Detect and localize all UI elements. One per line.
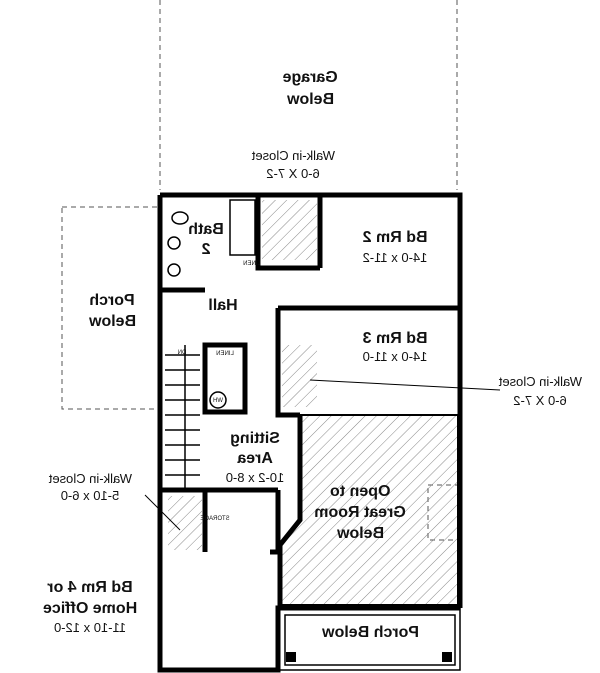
stairs: [165, 345, 200, 490]
porch-bottom-label: Porch Below: [322, 624, 419, 641]
closet-right-size: 6-0 X 7-2: [513, 393, 566, 408]
closet-top-size: 6-0 X 7-2: [266, 166, 319, 181]
linen-bath-label: LINEN: [243, 261, 261, 267]
bd-rm-4-label-1: Bd Rm 4 or: [47, 579, 132, 596]
garage-label: Garage: [282, 69, 337, 86]
storage-label: STORAGE: [200, 516, 229, 522]
toilet: [171, 211, 189, 225]
water-heater: [209, 391, 227, 409]
sink: [167, 263, 181, 277]
porch-left-label: Porch: [89, 292, 134, 309]
sink: [167, 236, 181, 250]
open-to-label-1: Open to: [330, 483, 391, 500]
post: [442, 652, 452, 662]
interior-walls: [160, 195, 460, 608]
closet-top-shelving: [262, 200, 317, 260]
open-to-label-3: Below: [336, 525, 384, 542]
water-heater-label: WH: [213, 398, 223, 404]
sitting-label-2: Area: [237, 450, 273, 467]
hall-label: Hall: [208, 297, 237, 314]
bd-rm-4-label-2: Home Office: [43, 600, 137, 617]
bath-label: Bath: [188, 221, 224, 238]
post: [286, 652, 296, 662]
bd-rm-2-size: 14-0 x 11-2: [363, 250, 428, 265]
open-to-label-2: Great Room: [314, 504, 406, 521]
bd-rm-3-label: Bd Rm 3: [363, 330, 428, 347]
closet-right-label: Walk-in Closet: [498, 374, 582, 389]
bd-rm-4-size: 11-10 x 12-0: [54, 620, 126, 635]
leader-line: [144, 494, 181, 531]
garage-note: Below: [286, 91, 334, 108]
closet-left-label: Walk-in Closet: [48, 471, 132, 486]
closet-left-size: 5-10 x 6-0: [61, 488, 120, 503]
porch-bottom: [277, 608, 461, 671]
bathtub: [229, 199, 256, 256]
linen-hall-label: LINEN: [216, 351, 234, 357]
sitting-size: 10-2 x 8-0: [226, 470, 285, 485]
closet-right-shelving: [282, 345, 317, 407]
stairs-down-label: DN: [178, 350, 187, 356]
garage-outline: [159, 0, 458, 190]
bd-rm-3-size: 14-0 x 11-0: [363, 349, 428, 364]
sitting-label: Sitting: [230, 430, 280, 447]
bath-number: 2: [202, 241, 211, 258]
closet-top-label: Walk-in Closet: [251, 148, 335, 163]
porch-left-note: Below: [88, 313, 136, 330]
bd-rm-2-label: Bd Rm 2: [363, 229, 428, 246]
leader-line: [309, 379, 501, 391]
